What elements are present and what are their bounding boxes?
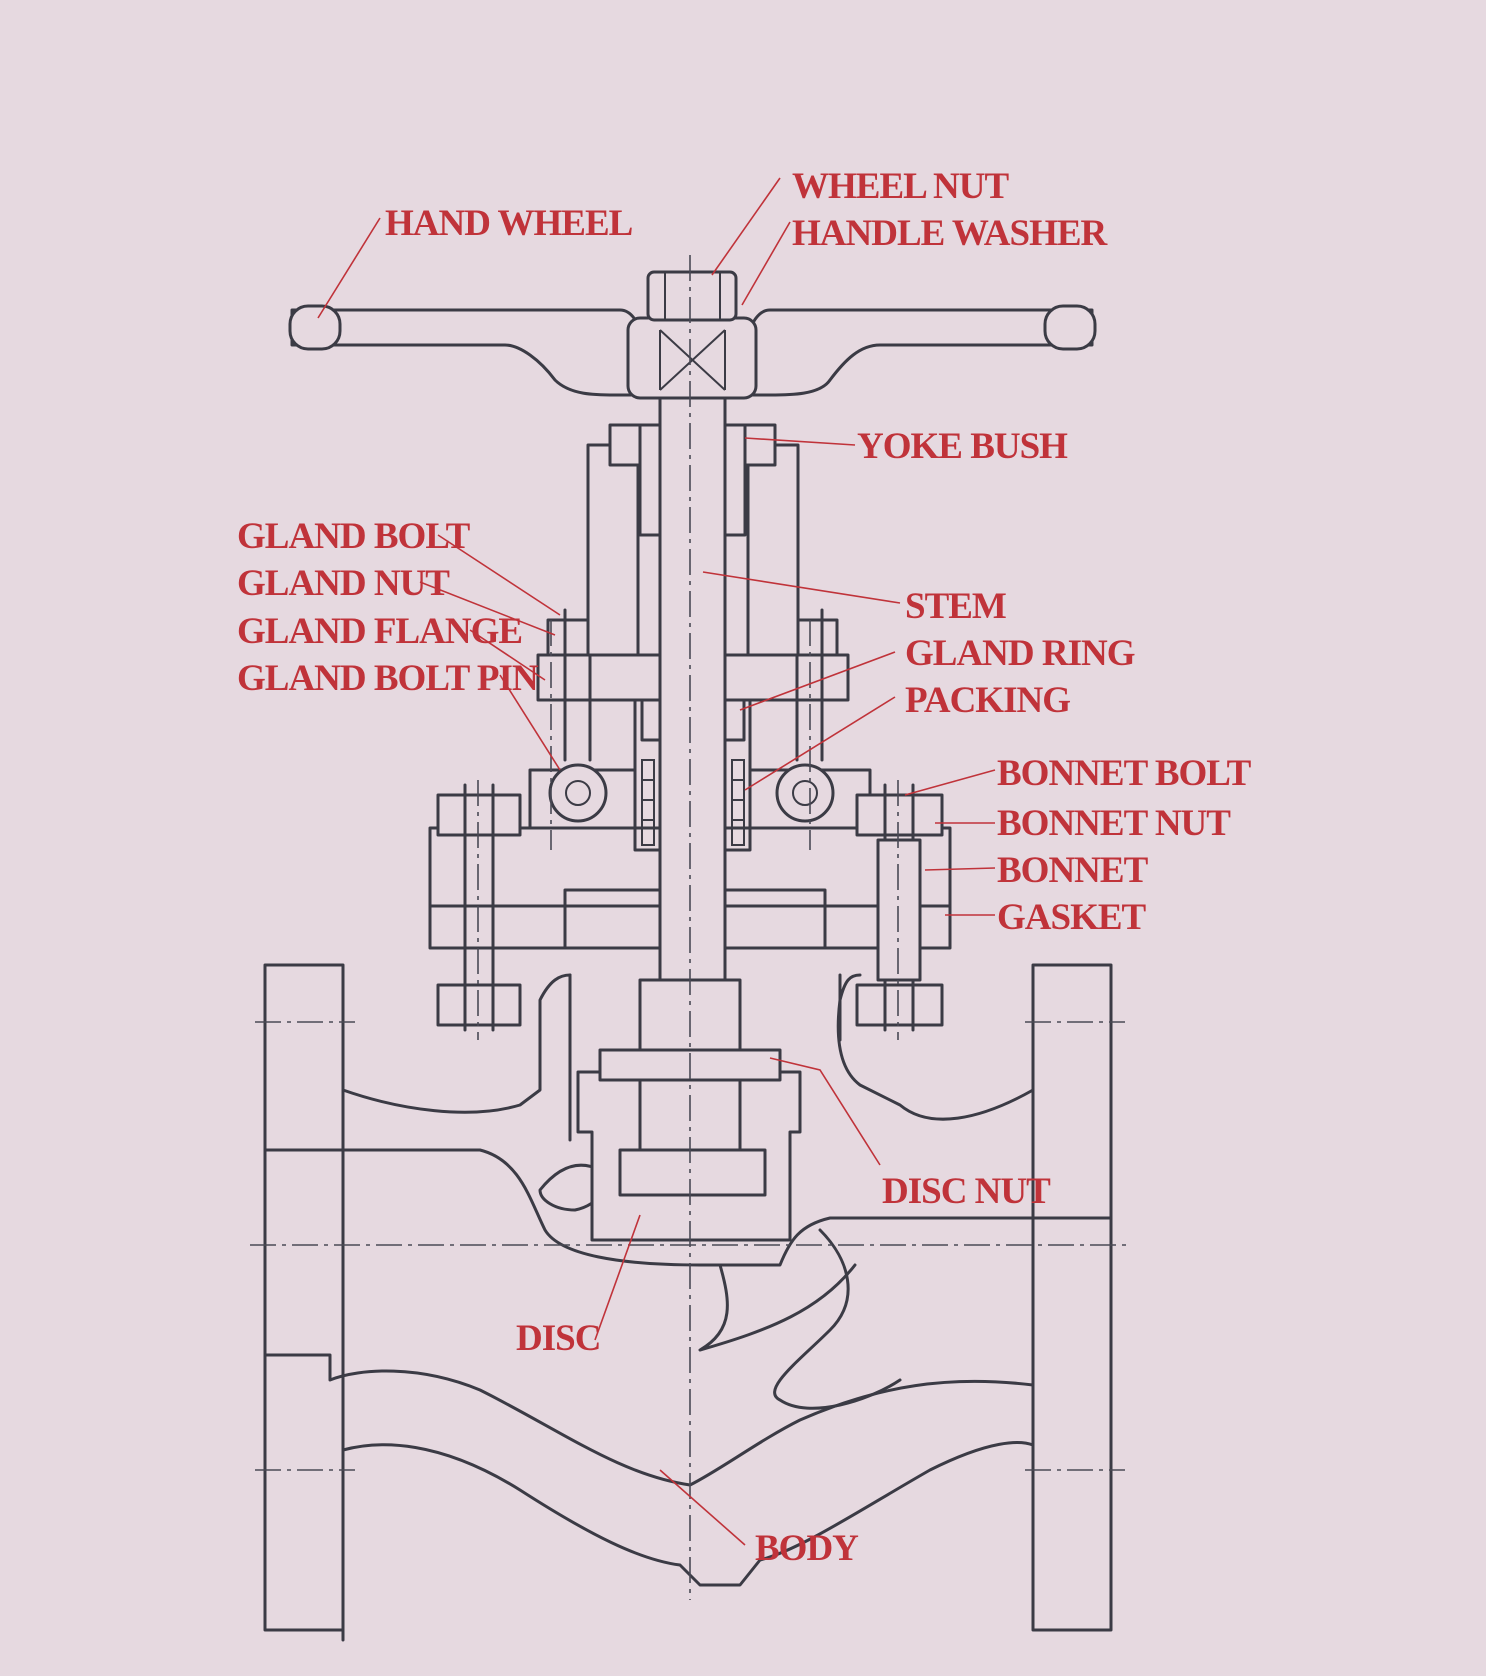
leader-wheel-nut — [711, 177, 781, 276]
stem-shaft — [658, 298, 727, 982]
label-packing: PACKING — [905, 680, 1070, 721]
body-bridge — [698, 1263, 857, 1352]
label-bonnet-bolt: BONNET BOLT — [997, 753, 1252, 794]
bonnet-nut-right-top — [855, 793, 944, 837]
leader-gland-flange — [469, 629, 546, 681]
leader-gland-nut — [419, 581, 556, 636]
part-labels: HAND WHEEL WHEEL NUT HANDLE WASHER YOKE … — [237, 166, 1253, 1569]
leader-disc — [594, 1214, 641, 1341]
bonnet-bolt-left — [436, 783, 522, 1032]
label-body: BODY — [755, 1528, 859, 1569]
yoke-right-arm — [746, 443, 800, 657]
label-gland-ring: GLAND RING — [905, 633, 1135, 674]
packing-right — [731, 759, 745, 846]
label-bonnet-nut: BONNET NUT — [997, 803, 1231, 844]
wheel-nut — [646, 270, 738, 322]
label-gland-flange: GLAND FLANGE — [237, 611, 522, 652]
leader-gland-ring — [739, 651, 896, 711]
leader-hand-wheel — [317, 217, 381, 319]
label-handle-washer: HANDLE WASHER — [792, 213, 1109, 254]
leader-lines — [317, 177, 996, 1546]
leader-disc-nut — [769, 1057, 881, 1166]
bonnet-nut-left-top — [436, 793, 522, 837]
leader-packing — [744, 696, 896, 791]
yoke-left-arm — [586, 443, 640, 657]
label-bonnet: BONNET — [997, 850, 1149, 891]
body-neck — [568, 973, 842, 1142]
leader-handle-washer — [741, 221, 791, 306]
label-hand-wheel: HAND WHEEL — [385, 203, 633, 244]
hand-wheel-left-end — [288, 304, 342, 351]
leader-bonnet-bolt — [904, 769, 996, 796]
bonnet-bolt-right-shank — [876, 838, 922, 982]
bonnet-nut-right-bottom — [855, 983, 944, 1027]
leader-bonnet — [924, 867, 996, 871]
body-passage-upper — [263, 1148, 1113, 1267]
bonnet-nut-left-bottom — [436, 983, 522, 1027]
leader-yoke-bush — [744, 437, 856, 446]
leader-body — [659, 1469, 746, 1546]
disc-assembly — [576, 1048, 802, 1242]
bonnet-bolt-right — [855, 783, 944, 1032]
label-gasket: GASKET — [997, 897, 1147, 938]
leader-gland-bolt — [437, 534, 561, 616]
right-flange — [1031, 963, 1113, 1632]
centerlines — [250, 255, 1130, 1600]
gland-bolt-pin-left — [548, 763, 608, 823]
label-gland-bolt-pin: GLAND BOLT PIN — [237, 658, 539, 699]
label-yoke-bush: YOKE BUSH — [857, 426, 1068, 467]
valve-body — [263, 963, 1113, 1642]
hand-wheel-hub — [626, 316, 758, 400]
disc-face — [618, 1148, 767, 1197]
hand-wheel — [288, 270, 1097, 400]
label-disc-nut: DISC NUT — [882, 1171, 1051, 1212]
gland-bolt-pin-left-inner — [565, 780, 591, 806]
gland-bolt-pin-right — [775, 763, 835, 823]
label-disc: DISC — [516, 1318, 600, 1359]
hand-wheel-right-end — [1043, 304, 1097, 351]
body-bridge-right — [773, 1228, 902, 1410]
leader-gland-bolt-pin — [499, 674, 561, 771]
packing-left — [641, 759, 655, 846]
body-passage-lower — [263, 1353, 1035, 1487]
label-gland-bolt: GLAND BOLT — [237, 516, 471, 557]
body-upper-right — [836, 973, 1035, 1121]
label-gland-nut: GLAND NUT — [237, 563, 450, 604]
hub-cross-2 — [659, 329, 726, 391]
body-bottom — [341, 1441, 1035, 1642]
body-upper-left — [341, 973, 572, 1114]
packing-rings — [641, 759, 745, 846]
gland-bolt-pin-right-inner — [792, 780, 818, 806]
left-flange — [263, 963, 345, 1632]
label-stem: STEM — [905, 586, 1006, 627]
leader-stem — [702, 571, 901, 604]
label-wheel-nut: WHEEL NUT — [792, 166, 1009, 207]
